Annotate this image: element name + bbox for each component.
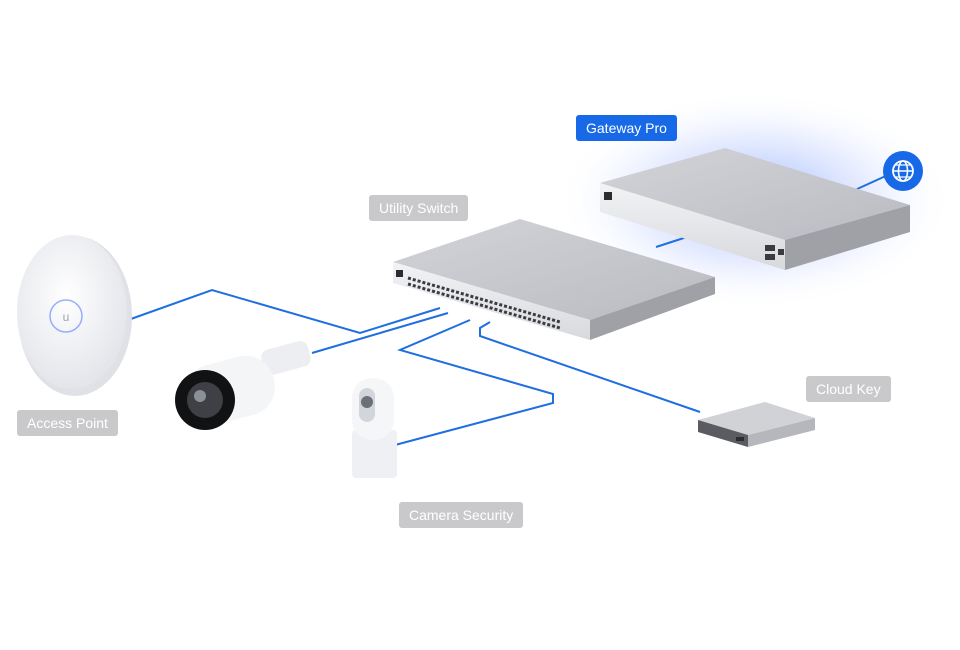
cloud-key-device[interactable] [698, 402, 815, 447]
cloud-key-label: Cloud Key [806, 376, 891, 402]
switch-device[interactable] [393, 219, 715, 340]
globe-icon[interactable] [883, 151, 923, 191]
link-ap-switch [127, 288, 441, 335]
link-camsec-switch [394, 319, 554, 446]
link-camera-switch [311, 312, 449, 354]
gateway-label: Gateway Pro [576, 115, 677, 141]
camera-security-device[interactable] [352, 378, 397, 478]
switch-label: Utility Switch [369, 195, 469, 221]
gateway-device[interactable] [600, 148, 910, 270]
camera-security-label: Camera Security [399, 502, 524, 528]
camera-device[interactable] [175, 339, 313, 430]
svg-text:u: u [63, 310, 70, 324]
link-cloudkey-switch [479, 321, 701, 413]
access-point-device[interactable]: u [17, 235, 132, 396]
access-point-label: Access Point [17, 410, 118, 436]
